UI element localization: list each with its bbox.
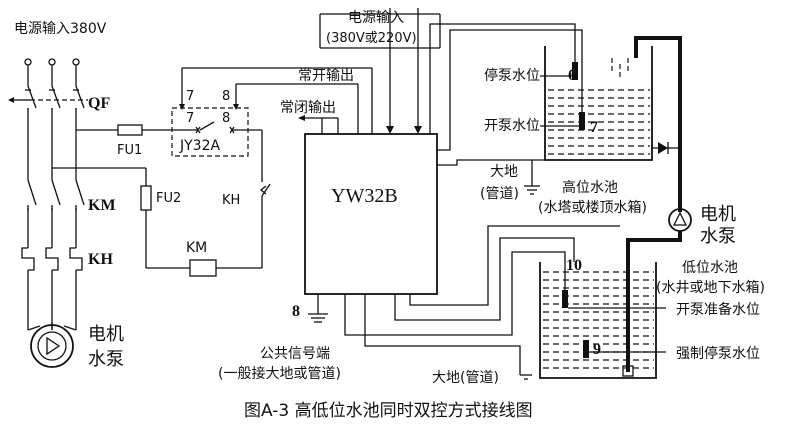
terminal-7a: 7	[186, 89, 194, 104]
low-tank-label: 低位水池	[682, 260, 738, 276]
common-signal-note: (一般接大地或管道)	[218, 365, 341, 382]
low-tank: 10 9 开泵准备水位 强制停泵水位 低位水池 (水井或地下水箱) 大地(管道)	[432, 257, 765, 386]
yw32b-label: YW32B	[331, 185, 398, 207]
terminal-8-ground: 8	[292, 303, 300, 320]
power-input-top-label: 电源输入	[348, 10, 404, 26]
figure-caption: 图A-3 高低位水池同时双控方式接线图	[244, 401, 533, 421]
control-circuit: FU1 FU2 KM KH JY32A 7 8 7 8	[52, 67, 373, 277]
normally-closed-output-label: 常闭输出	[280, 100, 336, 116]
km-main-contacts	[22, 179, 85, 210]
normally-open-output-label: 常开输出	[298, 68, 354, 84]
high-tank-note: (水塔或楼顶水箱)	[538, 200, 647, 216]
probe-10	[562, 290, 568, 308]
fu1-label: FU1	[117, 143, 142, 158]
high-tank-label: 高位水池	[562, 179, 618, 196]
terminal-8b: 8	[222, 111, 230, 126]
probe-9-label: 9	[593, 341, 601, 358]
main-power-circuit: 电源输入380V QF	[8, 21, 124, 370]
power-input-380-label: 电源输入380V	[14, 21, 107, 37]
fu2-fuse	[140, 185, 152, 211]
qf-label: QF	[88, 95, 110, 112]
terminal-l3	[72, 58, 80, 66]
probe-9	[583, 340, 589, 358]
terminal-7b: 7	[186, 111, 194, 126]
km-contact-label: KM	[88, 197, 116, 214]
probe-10-label: 10	[566, 257, 582, 274]
probe-7	[579, 112, 585, 130]
yw32b-controller: YW32B 电源输入 (380V或220V) 8 公共信号端 (一般接大地或管道…	[218, 8, 441, 382]
terminal-l1	[24, 58, 32, 66]
kh-contact-label: KH	[222, 193, 240, 208]
start-pump-level-label: 开泵水位	[484, 118, 540, 134]
km-coil-label: KM	[186, 240, 207, 256]
terminal-8a: 8	[222, 89, 230, 104]
motor-pump-right: 电机 水泵	[626, 204, 736, 372]
low-tank-note: (水井或地下水箱)	[656, 280, 765, 296]
fu2-label: FU2	[156, 191, 181, 206]
pump-right-label-1: 电机	[700, 204, 736, 225]
motor-pump-label-1: 电机	[88, 324, 124, 345]
jy32a-relay-box	[171, 107, 249, 157]
forced-stop-level-label: 强制停泵水位	[676, 345, 760, 362]
stop-pump-level-label: 停泵水位	[484, 67, 540, 84]
common-signal-label: 公共信号端	[260, 346, 330, 362]
earth-pipe-top-label-2: (管道)	[480, 186, 519, 202]
earth-pipe-top-label-1: 大地	[490, 164, 518, 180]
earth-pipe-bottom-label: 大地(管道)	[432, 370, 499, 386]
fu1-fuse	[117, 124, 143, 136]
terminal-l2	[48, 58, 56, 66]
signal-wires	[344, 23, 620, 375]
km-coil	[189, 259, 217, 277]
motor-pump-label-2: 水泵	[88, 349, 124, 370]
power-input-voltage-label: (380V或220V)	[326, 31, 417, 46]
probe-7-label: 7	[590, 119, 598, 136]
jy32a-label: JY32A	[179, 138, 220, 154]
start-ready-level-label: 开泵准备水位	[676, 301, 760, 318]
kh-contact	[259, 130, 271, 210]
qf-breaker	[8, 85, 88, 110]
motor-pump-left	[27, 322, 77, 368]
probe-6	[572, 62, 578, 80]
high-tank: 6 7 停泵水位 开泵水位 大地 (管道) 高位水池 (水塔或楼顶水箱)	[480, 36, 682, 216]
pump-right-label-2: 水泵	[700, 226, 736, 247]
kh-label: KH	[88, 251, 113, 268]
kh-thermal-relay	[21, 247, 84, 271]
